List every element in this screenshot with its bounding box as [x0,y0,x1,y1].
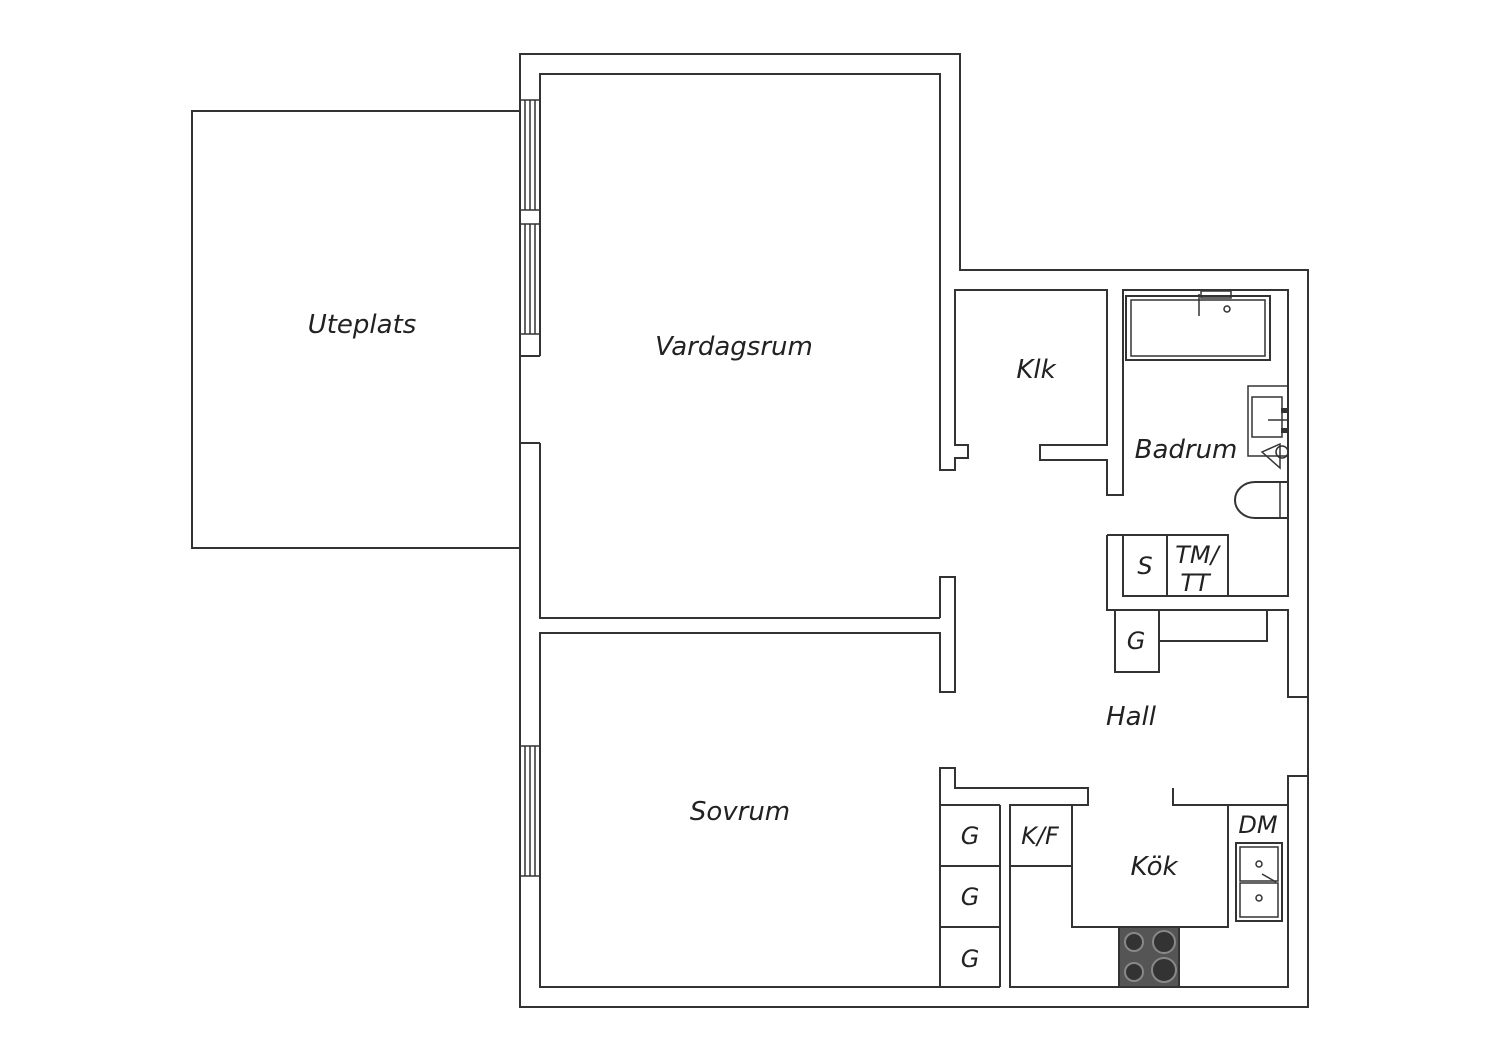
bedroom-wardrobes [940,865,1000,928]
label-fridge-freezer: K/F [1021,822,1060,850]
label-shelf-s: S [1137,552,1152,580]
window-living-1 [519,99,541,211]
bathtub [1125,290,1271,361]
hall-wardrobe [1114,609,1268,673]
kitchen-sink-icon [1235,842,1283,922]
label-sovrum: Sovrum [690,797,790,827]
label-wardrobe-2: G [961,883,980,911]
bathroom-sink [1247,385,1289,457]
label-wardrobe-1: G [961,822,980,850]
label-kok: Kök [1130,852,1178,882]
outer-walls [519,53,1309,1008]
window-bedroom [519,745,541,877]
toilet [1234,481,1289,519]
washer-dryer-units [1122,534,1229,597]
terrace [191,110,520,549]
label-vardagsrum: Vardagsrum [655,332,813,362]
label-klk: Klk [1016,355,1056,385]
label-hall: Hall [1106,702,1157,732]
stove-icon [1118,926,1180,988]
label-uteplats: Uteplats [308,310,417,340]
shower-head [1260,442,1289,470]
label-dishwasher: DM [1238,811,1277,839]
label-washer-line2: TT [1180,569,1212,597]
label-hall-wardrobe: G [1127,627,1146,655]
window-living-2 [519,223,541,335]
label-badrum: Badrum [1135,435,1238,465]
label-washer-line1: TM/ [1175,541,1221,569]
label-wardrobe-3: G [961,945,980,973]
